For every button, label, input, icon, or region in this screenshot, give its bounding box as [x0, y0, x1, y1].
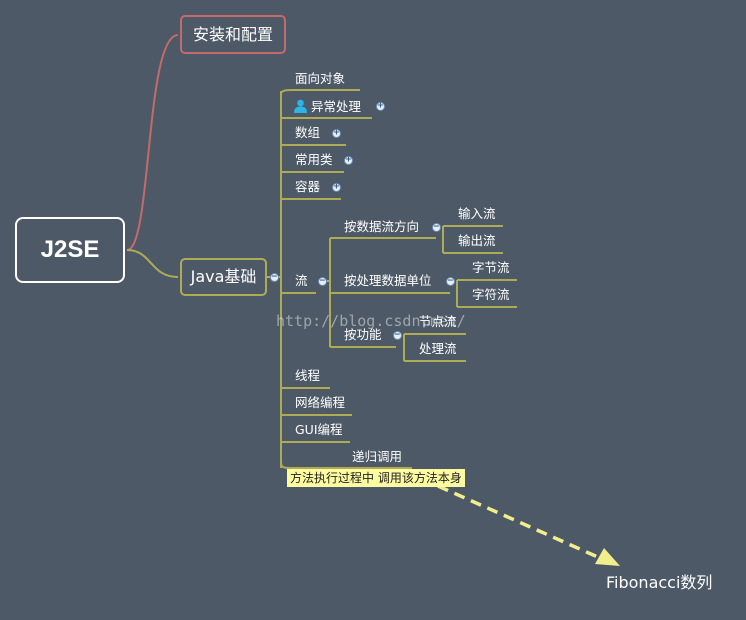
java-basics-node[interactable]: Java基础 [180, 258, 267, 296]
topic-recursion[interactable]: 递归调用 [352, 449, 403, 464]
topic-containers[interactable]: 容器 [295, 179, 321, 194]
function-collapse-icon[interactable]: − [393, 330, 402, 340]
fibonacci-node[interactable]: Fibonacci数列 [606, 573, 713, 592]
recursion-fibonacci-arrow [437, 484, 601, 560]
arrow-head [595, 548, 620, 566]
underline-oop [280, 89, 360, 94]
topic-array[interactable]: 数组 [295, 125, 321, 140]
leaf-input-stream[interactable]: 输入流 [458, 206, 496, 221]
recursion-note: 方法执行过程中 调用该方法本身 [287, 469, 465, 487]
link-root-java [126, 249, 179, 278]
topic-stream[interactable]: 流 [295, 273, 308, 288]
leaf-output-stream[interactable]: 输出流 [458, 233, 496, 248]
stream-by-direction[interactable]: 按数据流方向 [344, 219, 420, 234]
underline-recursion [280, 461, 412, 469]
array-expand-icon[interactable]: + [332, 128, 341, 138]
topic-exception[interactable]: 异常处理 [293, 99, 361, 114]
topic-oop[interactable]: 面向对象 [295, 71, 346, 86]
topic-exception-label: 异常处理 [311, 99, 362, 114]
stream-collapse-icon[interactable]: − [318, 276, 327, 286]
topic-common-classes[interactable]: 常用类 [295, 152, 333, 167]
leaf-char-stream[interactable]: 字符流 [472, 287, 510, 302]
direction-collapse-icon[interactable]: − [432, 222, 441, 232]
user-icon [294, 99, 307, 113]
install-node[interactable]: 安装和配置 [180, 15, 286, 54]
common-classes-expand-icon[interactable]: + [344, 155, 353, 165]
topic-gui[interactable]: GUI编程 [295, 422, 343, 437]
java-basics-collapse-icon[interactable]: − [270, 272, 279, 282]
stream-by-unit[interactable]: 按处理数据单位 [344, 273, 432, 288]
root-node[interactable]: J2SE [15, 217, 125, 283]
stream-by-function[interactable]: 按功能 [344, 327, 382, 342]
leaf-processing-stream[interactable]: 处理流 [419, 341, 457, 356]
containers-expand-icon[interactable]: + [332, 182, 341, 192]
link-root-install [126, 34, 179, 251]
unit-collapse-icon[interactable]: − [446, 276, 455, 286]
exception-expand-icon[interactable]: + [376, 101, 385, 111]
leaf-byte-stream[interactable]: 字节流 [472, 260, 510, 275]
leaf-node-stream[interactable]: 节点流 [419, 314, 457, 329]
watermark: http://blog.csdn.net/ [276, 312, 466, 330]
topic-network[interactable]: 网络编程 [295, 395, 346, 410]
topic-thread[interactable]: 线程 [295, 368, 321, 383]
